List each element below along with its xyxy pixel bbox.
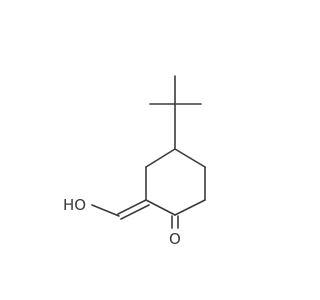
hydroxyl-label: HO: [63, 196, 86, 214]
bond-exocyclic-double-a: [117, 199, 147, 215]
structure-canvas: HO O: [63, 75, 206, 248]
bond-ring-c4-c3: [145, 148, 176, 168]
bond-methine-to-hydroxyl: [91, 204, 120, 217]
bond-ring-c2-c1: [145, 199, 176, 216]
bond-ring-c1-c6: [174, 199, 206, 216]
bond-exocyclic-double-b: [120, 204, 150, 220]
molecule-structure: HO O: [63, 75, 206, 248]
carbonyl-oxygen-label: O: [169, 230, 181, 248]
bond-ring-c5-c4: [174, 148, 206, 168]
